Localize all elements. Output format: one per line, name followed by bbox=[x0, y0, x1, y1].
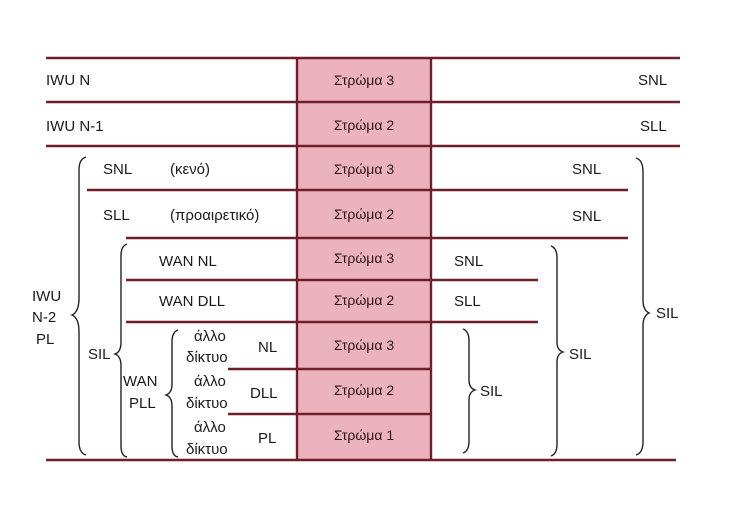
label-snl-right-1: SNL bbox=[638, 72, 667, 89]
brace-wan-pll bbox=[163, 329, 179, 458]
label-sil-inner: SIL bbox=[480, 383, 503, 400]
layer-cell-8: Στρώμα 2 bbox=[334, 382, 394, 398]
label-nl: NL bbox=[258, 339, 277, 356]
label-iwu-n-1: IWU N-1 bbox=[46, 118, 104, 135]
brace-sil-inner bbox=[462, 328, 478, 454]
label-diktyo-2: δίκτυο bbox=[186, 395, 228, 412]
brace-sil-left bbox=[112, 243, 128, 458]
label-iwu: IWU bbox=[32, 288, 61, 305]
label-n-2: N-2 bbox=[32, 309, 56, 326]
label-pll: PLL bbox=[129, 395, 156, 412]
layer-cell-1: Στρώμα 3 bbox=[334, 72, 394, 88]
label-wan-dll: WAN DLL bbox=[159, 293, 225, 310]
label-diktyo-3: δίκτυο bbox=[186, 441, 228, 458]
brace-iwu-n2 bbox=[70, 156, 87, 456]
label-sil-mid: SIL bbox=[569, 346, 592, 363]
layer-cell-3: Στρώμα 3 bbox=[334, 161, 394, 177]
layer-cell-7: Στρώμα 3 bbox=[334, 337, 394, 353]
label-snl-right-2: SNL bbox=[572, 161, 601, 178]
layer-cell-5: Στρώμα 3 bbox=[334, 250, 394, 266]
label-allo-3: άλλο bbox=[194, 419, 226, 436]
label-proairetiko: (προαιρετικό) bbox=[170, 207, 259, 224]
label-sll-left: SLL bbox=[103, 207, 130, 224]
label-allo-2: άλλο bbox=[194, 373, 226, 390]
layer-column bbox=[297, 58, 431, 460]
layer-cell-4: Στρώμα 2 bbox=[334, 206, 394, 222]
brace-sil-mid bbox=[550, 245, 566, 457]
label-iwu-n: IWU N bbox=[46, 72, 90, 89]
layer-cell-2: Στρώμα 2 bbox=[334, 117, 394, 133]
label-wan-nl: WAN NL bbox=[159, 253, 217, 270]
label-pl: PL bbox=[258, 430, 276, 447]
label-sll-inner: SLL bbox=[454, 293, 481, 310]
label-snl-right-3: SNL bbox=[572, 208, 601, 225]
label-snl-left: SNL bbox=[103, 161, 132, 178]
label-allo-1: άλλο bbox=[194, 328, 226, 345]
label-sll-right-1: SLL bbox=[640, 118, 667, 135]
label-dll: DLL bbox=[250, 385, 278, 402]
label-sil-outer: SIL bbox=[656, 305, 679, 322]
brace-sil-outer bbox=[635, 157, 651, 456]
layer-cell-9: Στρώμα 1 bbox=[334, 427, 394, 443]
label-snl-inner: SNL bbox=[454, 253, 483, 270]
label-sil-left: SIL bbox=[88, 346, 111, 363]
label-diktyo-1: δίκτυο bbox=[186, 349, 228, 366]
label-kenό: (κενό) bbox=[170, 161, 210, 178]
label-wan: WAN bbox=[123, 373, 157, 390]
label-pl-group: PL bbox=[36, 331, 54, 348]
layer-cell-6: Στρώμα 2 bbox=[334, 292, 394, 308]
